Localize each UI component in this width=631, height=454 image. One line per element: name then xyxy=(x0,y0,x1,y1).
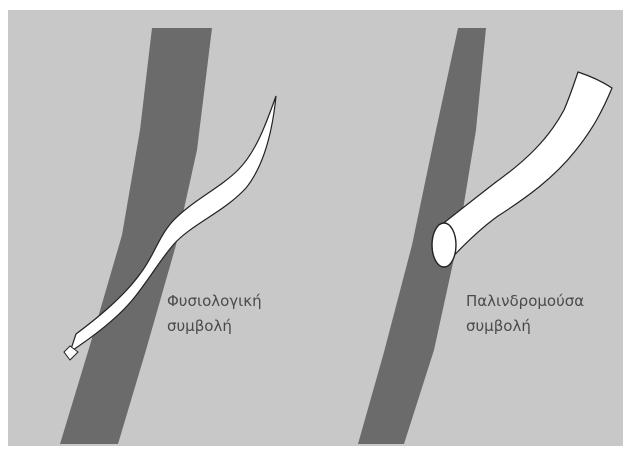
label-physiological-line1: Φυσιολογική xyxy=(167,291,262,312)
label-retrograde-line1: Παλινδρομούσα xyxy=(466,291,584,312)
main-vessel-left xyxy=(60,28,212,444)
label-retrograde-line2: συμβολή xyxy=(466,316,531,337)
label-physiological-line2: συμβολή xyxy=(167,316,232,337)
branch-retrograde-opening xyxy=(432,223,456,267)
